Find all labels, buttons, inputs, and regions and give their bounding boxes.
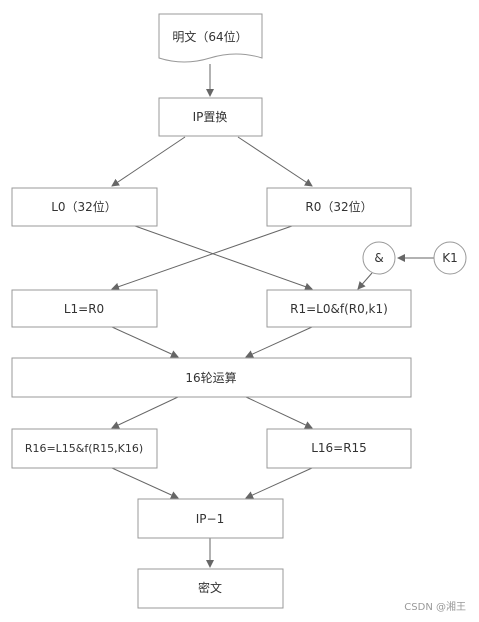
node-r0: R0（32位）	[266, 187, 412, 227]
edge-r0-l1	[111, 225, 293, 291]
l0-label: L0（32位）	[51, 199, 117, 214]
node-ip: IP置换	[158, 97, 263, 137]
edges	[111, 64, 434, 568]
node-r16: R16=L15&f(R15,K16)	[11, 428, 158, 469]
and-label: &	[374, 251, 383, 265]
edge-r1-rounds	[245, 326, 313, 358]
edge-ip-r0	[237, 136, 313, 187]
rounds-label: 16轮运算	[185, 370, 236, 385]
ciphertext-label: 密文	[198, 580, 222, 595]
watermark-text: CSDN @湘王	[404, 600, 466, 613]
node-l1: L1=R0	[11, 289, 158, 328]
node-l16: L16=R15	[266, 428, 412, 469]
ip-label: IP置换	[193, 110, 228, 124]
node-ciphertext: 密文	[137, 568, 284, 609]
edge-rounds-l16	[245, 396, 313, 429]
edge-r16-ipinv	[111, 467, 179, 499]
edge-and-r1	[357, 272, 373, 290]
edge-l0-r1	[134, 225, 313, 291]
plaintext-label: 明文（64位）	[172, 29, 247, 44]
node-plaintext: 明文（64位）	[158, 13, 263, 63]
node-rounds: 16轮运算	[11, 357, 412, 398]
edge-ip-l0	[111, 136, 186, 187]
r16-label: R16=L15&f(R15,K16)	[25, 442, 143, 455]
ip-inverse-label: IP−1	[196, 512, 224, 526]
node-and: &	[362, 241, 396, 275]
edge-l16-ipinv	[245, 467, 313, 499]
edge-rounds-r16	[111, 396, 179, 429]
k1-label: K1	[442, 251, 458, 265]
node-r1: R1=L0&f(R0,k1)	[266, 289, 412, 328]
l16-label: L16=R15	[311, 441, 367, 455]
edge-l1-rounds	[111, 326, 179, 358]
r1-label: R1=L0&f(R0,k1)	[290, 302, 388, 316]
node-ip-inverse: IP−1	[137, 498, 284, 539]
r0-label: R0（32位）	[305, 199, 372, 214]
l1-label: L1=R0	[64, 302, 104, 316]
node-k1: K1	[433, 241, 467, 275]
node-l0: L0（32位）	[11, 187, 158, 227]
